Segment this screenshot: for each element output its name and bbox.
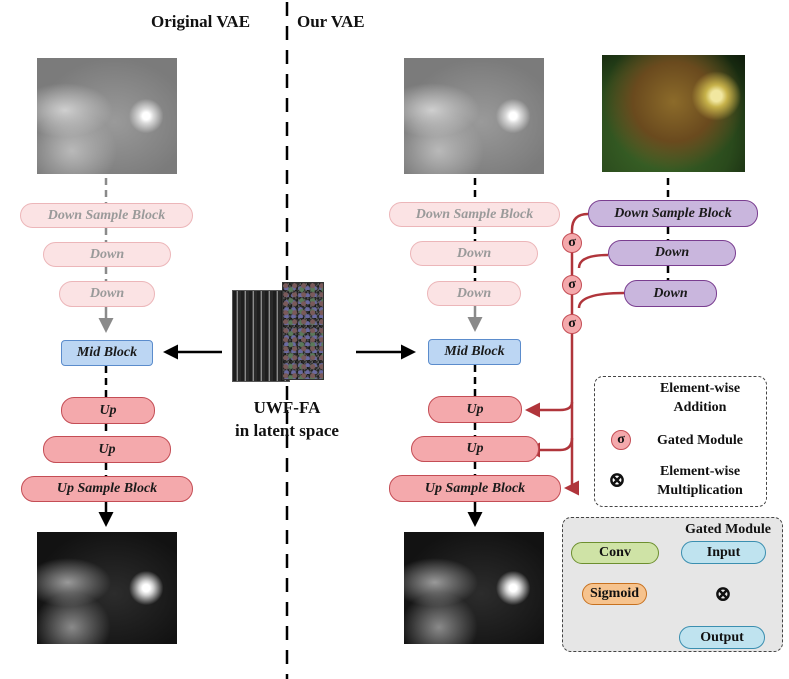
gate-sigma-2: σ xyxy=(562,275,582,295)
uwf-down-sample-block: Down Sample Block xyxy=(588,200,758,227)
output-uwf-fa-image-right xyxy=(404,532,544,644)
our-up-block-1: Up xyxy=(428,396,522,423)
legend-mult-line1: Element-wise xyxy=(659,464,741,479)
original-mid-block: Mid Block xyxy=(61,340,153,366)
header-original-vae: Original VAE xyxy=(151,12,251,31)
uwf-down-block-2: Down xyxy=(624,280,717,307)
legend-box xyxy=(594,376,767,507)
our-up-block-2: Up xyxy=(411,436,539,462)
legend-addition-line1: Element-wise xyxy=(659,381,741,396)
input-uwf-fa-image-left xyxy=(37,58,177,174)
our-down-block-1: Down xyxy=(410,241,538,266)
our-down-sample-block: Down Sample Block xyxy=(389,202,560,227)
original-down-block-2: Down xyxy=(59,281,155,307)
header-our-vae: Our VAE xyxy=(297,12,365,31)
input-fundus-image xyxy=(602,55,745,172)
original-down-block-1: Down xyxy=(43,242,171,267)
input-uwf-fa-image-right xyxy=(404,58,544,174)
our-up-sample-block: Up Sample Block xyxy=(389,475,561,502)
our-down-block-2: Down xyxy=(427,281,521,306)
multiply-icon: ⊗ xyxy=(607,467,627,492)
latent-stack-front xyxy=(282,282,324,380)
gate-sigma-3: σ xyxy=(562,314,582,334)
gated-module-title: Gated Module xyxy=(685,522,771,537)
gm-output: Output xyxy=(679,626,765,649)
our-mid-block: Mid Block xyxy=(428,339,521,365)
gate-sigma-1: σ xyxy=(562,233,582,253)
legend-addition-line2: Addition xyxy=(673,400,727,415)
latent-stack-layers xyxy=(232,290,290,382)
gm-multiply-icon: ⊗ xyxy=(713,581,733,606)
original-down-sample-block: Down Sample Block xyxy=(20,203,193,228)
legend-gated: Gated Module xyxy=(657,433,743,448)
original-up-block-1: Up xyxy=(61,397,155,424)
gated-addition-paths xyxy=(525,212,625,496)
gm-conv: Conv xyxy=(571,542,659,564)
output-uwf-fa-image-left xyxy=(37,532,177,644)
original-up-block-2: Up xyxy=(43,436,171,463)
gm-sigmoid: Sigmoid xyxy=(582,583,647,605)
original-up-sample-block: Up Sample Block xyxy=(21,476,193,502)
latent-label-line2: in latent space xyxy=(235,421,339,440)
gm-input: Input xyxy=(681,541,766,564)
uwf-down-block-1: Down xyxy=(608,240,736,266)
legend-sigma-icon: σ xyxy=(611,430,631,450)
legend-mult-line2: Multiplication xyxy=(657,483,743,498)
latent-label-line1: UWF-FA xyxy=(253,398,321,417)
